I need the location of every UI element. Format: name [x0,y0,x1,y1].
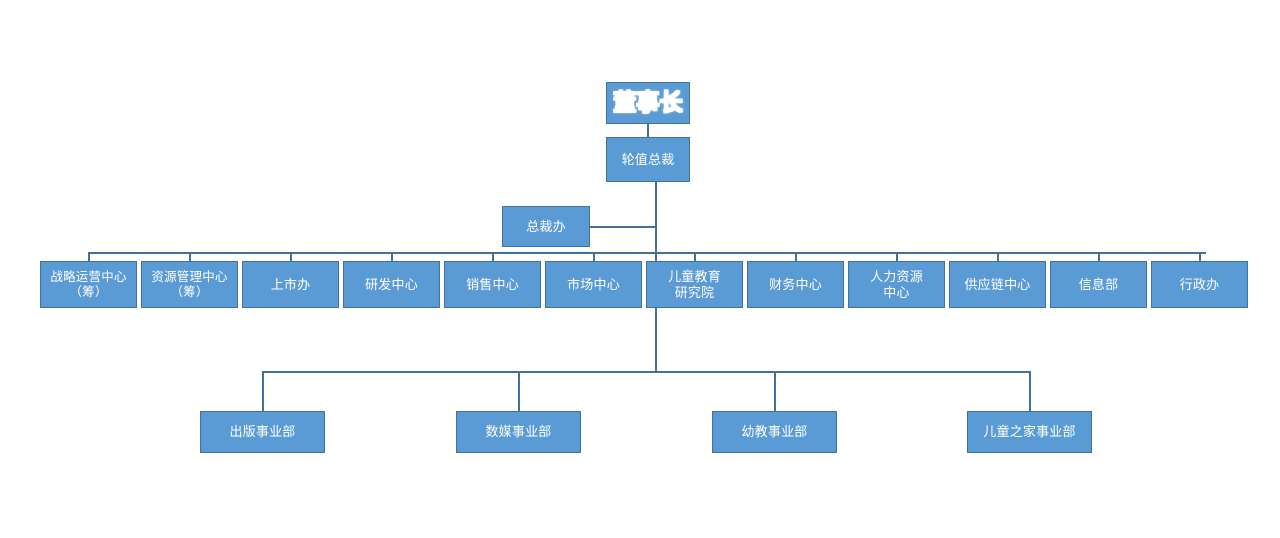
dept-drop-10 [1098,252,1100,261]
dept-drop-2b [290,252,292,261]
division-drop-2 [774,371,776,412]
node-department-6[interactable]: 儿童教育 研究院 [646,261,743,308]
node-division-2[interactable]: 幼教事业部 [712,411,837,453]
node-division-1[interactable]: 数媒事业部 [456,411,581,453]
dept-drop-6 [694,252,696,261]
node-department-2[interactable]: 上市办 [242,261,339,308]
division-drop-1 [518,371,520,412]
dept-drop-4 [492,252,494,261]
node-president-office[interactable]: 总裁办 [502,206,590,247]
node-department-7[interactable]: 财务中心 [747,261,844,308]
node-department-9[interactable]: 供应链中心 [949,261,1046,308]
node-department-8[interactable]: 人力资源 中心 [848,261,945,308]
node-department-3[interactable]: 研发中心 [343,261,440,308]
node-department-1[interactable]: 资源管理中心 （筹） [141,261,238,308]
dept-drop-8 [896,252,898,261]
connector-chairman-to-president [647,124,649,138]
dept-drop-11 [1199,252,1201,261]
node-department-5[interactable]: 市场中心 [545,261,642,308]
dept-drop-3 [391,252,393,261]
node-department-0[interactable]: 战略运营中心 （筹） [40,261,137,308]
division-drop-3 [1029,371,1031,412]
node-department-4[interactable]: 销售中心 [444,261,541,308]
node-rotating-president[interactable]: 轮值总裁 [606,137,690,182]
node-division-3[interactable]: 儿童之家事业部 [967,411,1092,453]
connector-president-office-stub [590,226,656,228]
department-bus [88,252,1206,254]
node-division-0[interactable]: 出版事业部 [200,411,325,453]
node-department-10[interactable]: 信息部 [1050,261,1147,308]
dept-drop-9 [997,252,999,261]
dept-drop-7 [795,252,797,261]
dept-drop-5 [593,252,595,261]
dept-drop-1 [189,252,191,261]
division-bus [262,371,1031,373]
node-chairman[interactable]: 董事长 [606,82,690,124]
dept-drop-0 [88,252,90,261]
division-drop-0 [262,371,264,412]
node-department-11[interactable]: 行政办 [1151,261,1248,308]
